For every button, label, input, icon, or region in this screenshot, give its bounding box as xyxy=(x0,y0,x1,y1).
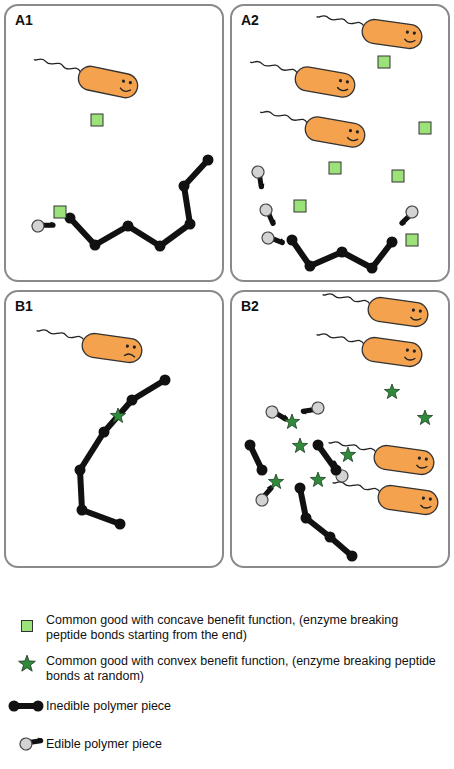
convex-enzyme xyxy=(110,408,125,423)
panel-a2-art xyxy=(247,11,431,273)
convex-enzyme xyxy=(292,438,307,453)
panel-label: B2 xyxy=(241,298,259,314)
chain-joint xyxy=(203,155,214,166)
edible-piece xyxy=(261,231,286,247)
concave-enzyme xyxy=(419,122,431,134)
legend-text: Common good with concave benefit functio… xyxy=(46,613,441,643)
panel-label: A1 xyxy=(15,12,33,28)
inedible-chain xyxy=(80,380,165,524)
chain-joint xyxy=(155,241,166,252)
concave-enzyme xyxy=(329,162,341,174)
chain-joint xyxy=(387,237,398,248)
panel-label: A2 xyxy=(241,12,259,28)
chain-joint xyxy=(305,261,316,272)
convex-enzyme xyxy=(284,414,299,429)
bacterium xyxy=(257,107,367,149)
chain-joint xyxy=(99,427,110,438)
concave-enzyme xyxy=(294,200,306,212)
legend-edible-sample xyxy=(18,733,44,752)
legend-text: Common good with convex benefit function… xyxy=(46,654,441,684)
chain-joint xyxy=(185,219,196,230)
convex-enzyme xyxy=(268,474,283,489)
legend-text: Edible polymer piece xyxy=(46,737,441,752)
panel: B1 xyxy=(4,290,224,568)
chain-joint xyxy=(287,235,298,246)
chain-joint xyxy=(313,440,324,451)
bacterium xyxy=(314,329,423,368)
panel-a1-art xyxy=(30,54,213,251)
concave-enzyme xyxy=(392,170,404,182)
chain-joint xyxy=(295,483,306,494)
chain-joint xyxy=(245,440,256,451)
edible-piece xyxy=(300,400,326,419)
edible-piece xyxy=(258,202,281,228)
panel-b1-art xyxy=(34,325,170,529)
chain-joint xyxy=(77,505,88,516)
convex-enzyme xyxy=(417,410,432,425)
convex-enzyme xyxy=(340,447,355,462)
bacterium xyxy=(247,57,357,99)
concave-enzyme xyxy=(406,234,418,246)
chain-joint xyxy=(75,465,86,476)
edible-piece xyxy=(397,204,420,230)
legend-star-sample xyxy=(19,655,36,671)
panel-b2-art xyxy=(245,289,440,561)
chain-joint xyxy=(337,247,348,258)
panel-label: B1 xyxy=(15,298,33,314)
chain-joint xyxy=(115,519,126,530)
edible-piece xyxy=(250,164,269,190)
bacterium xyxy=(34,325,143,364)
edible-piece xyxy=(326,459,350,484)
panel: A1 xyxy=(4,4,224,282)
chain-joint xyxy=(160,375,171,386)
panel: B2 xyxy=(230,290,450,568)
chain-joint xyxy=(367,263,378,274)
bacterium xyxy=(30,54,140,100)
panel: A2 xyxy=(230,4,450,282)
chain-joint xyxy=(127,395,138,406)
chain-joint xyxy=(179,181,190,192)
concave-enzyme xyxy=(54,206,66,218)
concave-enzyme xyxy=(91,114,103,126)
convex-enzyme xyxy=(310,472,325,487)
chain-joint xyxy=(331,465,342,476)
chain-joint xyxy=(325,532,336,543)
legend-text: Inedible polymer piece xyxy=(46,699,441,714)
polymer xyxy=(65,155,214,252)
convex-enzyme xyxy=(384,384,399,399)
inedible-chain xyxy=(70,160,208,246)
chain-joint xyxy=(123,221,134,232)
chain-joint xyxy=(90,240,101,251)
inedible-chain xyxy=(300,488,352,556)
legend-swatch xyxy=(21,620,33,632)
chain-joint xyxy=(9,701,20,712)
concave-enzyme xyxy=(378,56,390,68)
bacterium xyxy=(320,289,429,328)
chain-joint xyxy=(301,513,312,524)
bacterium xyxy=(330,477,439,516)
bacterium xyxy=(314,11,423,50)
chain-joint xyxy=(347,551,358,562)
edible-piece xyxy=(31,217,56,233)
chain-joint xyxy=(33,701,44,712)
chain-joint xyxy=(257,465,268,476)
